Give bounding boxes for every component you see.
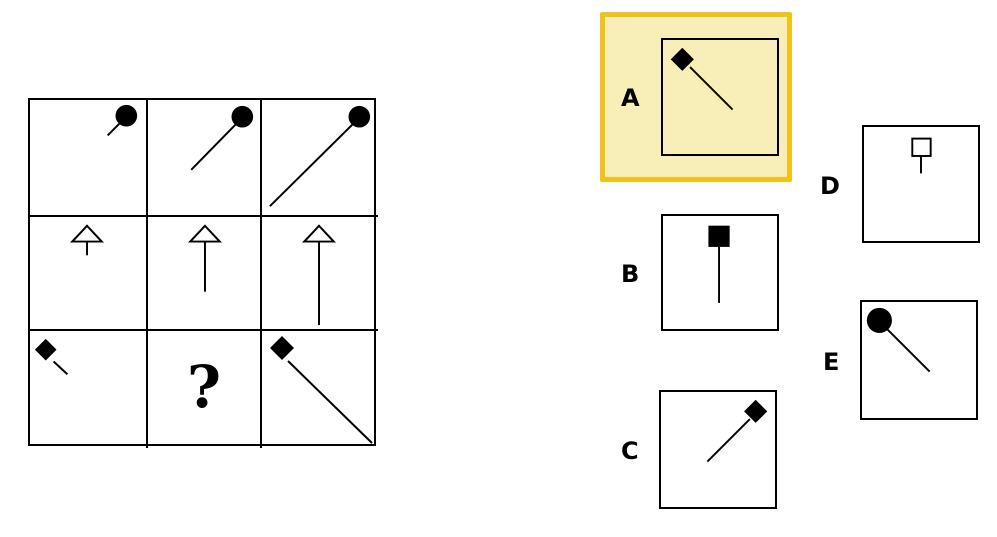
grid-cell-r2c1: [30, 217, 148, 331]
question-mark: ?: [187, 353, 221, 421]
up-arrow-icon: [70, 224, 105, 256]
square-outline-pin-icon: [911, 137, 932, 174]
puzzle-grid: ?: [28, 98, 378, 448]
option-a-card[interactable]: [661, 38, 779, 156]
circle-pin-icon: [190, 105, 254, 171]
diamond-pin-icon: [706, 399, 768, 463]
grid-cell-r1c3: [262, 100, 378, 217]
option-b-card[interactable]: [661, 214, 779, 331]
circle-pin-icon: [106, 104, 138, 137]
option-e-card[interactable]: [860, 300, 978, 420]
grid-cell-r1c2: [148, 100, 262, 217]
option-label-c: C: [621, 437, 639, 465]
circle-pin-icon: [269, 105, 371, 207]
grid-cell-r3c3: [262, 331, 378, 448]
grid-cell-r2c3: [262, 217, 378, 331]
option-c-card[interactable]: [659, 390, 777, 509]
up-arrow-icon: [187, 224, 222, 292]
option-label-d: D: [820, 172, 840, 200]
option-label-a: A: [621, 84, 640, 112]
grid-cell-r1c1: [30, 100, 148, 217]
diamond-pin-icon: [270, 336, 373, 444]
square-pin-icon: [708, 225, 730, 303]
grid-cell-r2c2: [148, 217, 262, 331]
option-label-e: E: [823, 348, 840, 376]
circle-pin-icon: [866, 307, 931, 373]
grid-cell-r3c1: [30, 331, 148, 448]
diamond-pin-icon: [670, 47, 734, 111]
option-a-selected-highlight[interactable]: [600, 12, 792, 182]
option-label-b: B: [621, 260, 640, 288]
grid-cell-r3c2-missing: ?: [148, 331, 262, 448]
diamond-pin-icon: [34, 338, 69, 375]
up-arrow-icon: [302, 224, 337, 326]
option-d-card[interactable]: [862, 125, 980, 243]
